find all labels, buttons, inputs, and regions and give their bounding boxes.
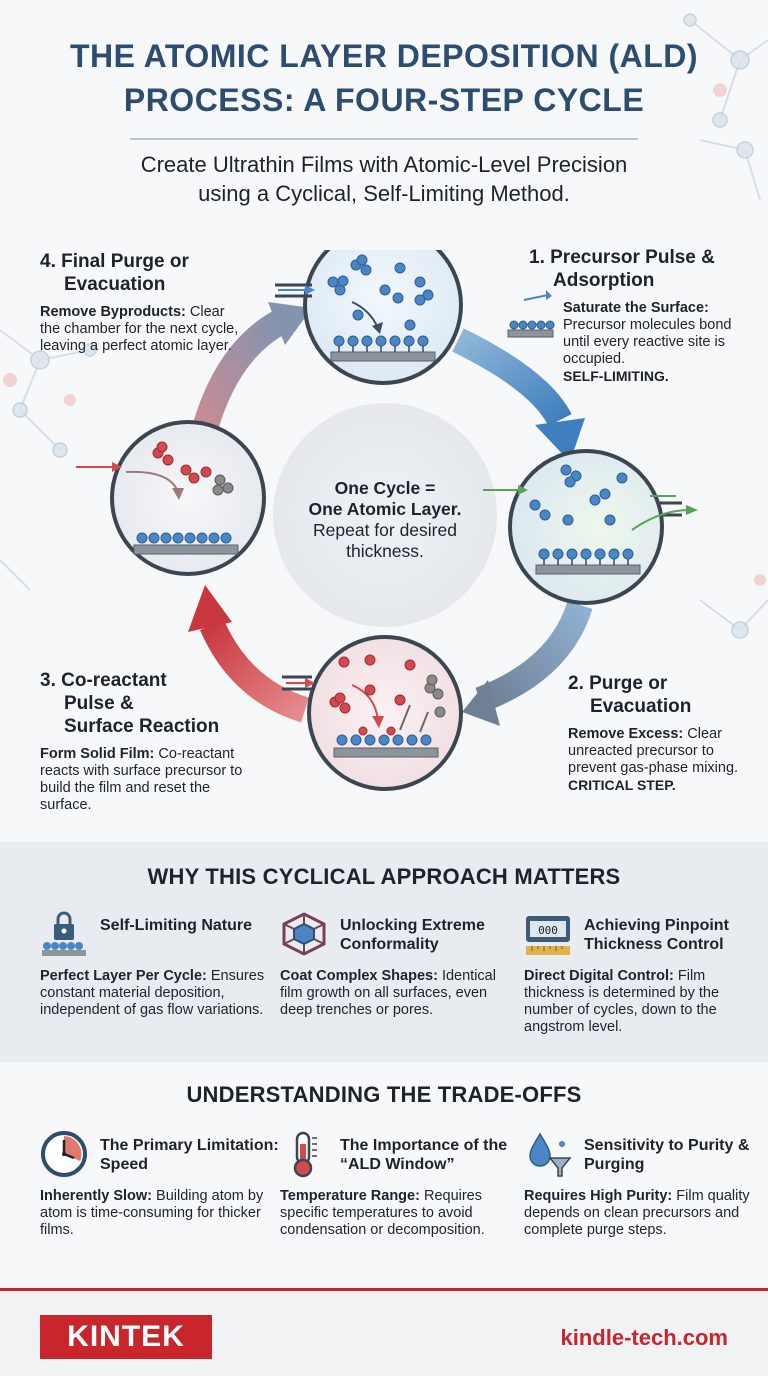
step-2: 2. Purge or Evacuation Remove Excess: Cl… bbox=[568, 672, 758, 795]
step-3-description: Form Solid Film: Co-reactant reacts with… bbox=[40, 746, 262, 814]
why-card-1-lead: Perfect Layer Per Cycle: bbox=[40, 968, 207, 984]
website-link[interactable]: kindle-tech.com bbox=[560, 1325, 728, 1350]
ald-cycle-diagram bbox=[76, 250, 698, 791]
step-2-title-line-2: Evacuation bbox=[590, 696, 692, 717]
title-line-2: PROCESS: A FOUR-STEP CYCLE bbox=[123, 82, 645, 118]
chamber-step2 bbox=[483, 449, 698, 605]
step-3-title-line-1: 3. Co-reactant bbox=[40, 670, 167, 691]
subtitle-line-2: using a Cyclical, Self-Limiting Method. bbox=[198, 181, 570, 206]
chamber-step4 bbox=[76, 420, 266, 576]
footer: KINTEK kindle-tech.com bbox=[0, 1288, 768, 1376]
subtitle-line-1: Create Ultrathin Films with Atomic-Level… bbox=[140, 152, 628, 177]
tradeoffs-heading: UNDERSTANDING THE TRADE-OFFS bbox=[186, 1082, 582, 1107]
trade-card-3-text: Film quality depends on clean precursors… bbox=[524, 1188, 750, 1238]
chamber-step1 bbox=[275, 250, 463, 385]
trade-card-3-title: Sensitivity to Purity & Purging bbox=[584, 1137, 750, 1173]
chamber-step3 bbox=[282, 635, 463, 791]
step-1-lead: Saturate the Surface: bbox=[563, 300, 709, 316]
trade-card-2-title: The Importance of the “ALD Window” bbox=[340, 1137, 508, 1173]
step-4-title: 4. Final Purge or Evacuation bbox=[40, 250, 245, 296]
arrow-step2-to-3 bbox=[462, 600, 593, 726]
tradeoffs-section: UNDERSTANDING THE TRADE-OFFS The Primary… bbox=[0, 1068, 768, 1286]
step-3-lead: Form Solid Film: bbox=[40, 746, 155, 762]
trade-card-1-title: The Primary Limitation: Speed bbox=[100, 1137, 279, 1173]
trade-card-2-text: Requires specific temperatures to avoid … bbox=[280, 1188, 485, 1238]
arrow-step3-to-4 bbox=[188, 585, 310, 723]
center-disc bbox=[273, 403, 497, 627]
step-4-text: Clear the chamber for the next cycle, le… bbox=[40, 304, 239, 354]
trade-card-3-body: Requires High Purity: Film quality depen… bbox=[524, 1188, 759, 1239]
droplet-funnel-icon bbox=[529, 1132, 572, 1177]
center-line-2: One Atomic Layer. bbox=[308, 499, 462, 519]
step-1-title-line-2: Adsorption bbox=[553, 270, 655, 291]
step-2-title: 2. Purge or Evacuation bbox=[568, 672, 758, 718]
step-1-title: 1. Precursor Pulse & Adsorption bbox=[529, 246, 759, 292]
step-3: 3. Co-reactant Pulse & Surface Reaction … bbox=[40, 669, 262, 814]
trade-card-1-text: Building atom by atom is time-consuming … bbox=[40, 1188, 264, 1238]
why-card-2-text: Identical film growth on all surfaces, e… bbox=[280, 968, 496, 1018]
step-4-title-line-2: Evacuation bbox=[64, 274, 166, 295]
step-2-title-line-1: 2. Purge or bbox=[568, 673, 668, 694]
title-divider bbox=[130, 138, 638, 140]
step-2-description: Remove Excess: Clear unreacted precursor… bbox=[568, 726, 758, 795]
thermometer-icon bbox=[293, 1131, 317, 1178]
why-card-3-text: Film thickness is determined by the numb… bbox=[524, 968, 720, 1035]
step-4-description: Remove Byproducts: Clear the chamber for… bbox=[40, 304, 245, 355]
lock-layer-icon bbox=[42, 911, 86, 956]
center-line-4: thickness. bbox=[346, 541, 424, 561]
why-card-2-body: Coat Complex Shapes: Identical film grow… bbox=[280, 968, 515, 1019]
why-section: WHY THIS CYCLICAL APPROACH MATTERS Self-… bbox=[0, 842, 768, 1062]
arrow-step4-to-1 bbox=[192, 302, 312, 432]
why-card-1-body: Perfect Layer Per Cycle: Ensures constan… bbox=[40, 968, 275, 1019]
why-card-1-text: Ensures constant material deposition, in… bbox=[40, 968, 265, 1018]
subtitle: Create Ultrathin Films with Atomic-Level… bbox=[0, 150, 768, 208]
step-3-title-line-3: Surface Reaction bbox=[64, 716, 220, 737]
why-heading: WHY THIS CYCLICAL APPROACH MATTERS bbox=[147, 864, 621, 889]
why-card-2-title: Unlocking Extreme Conformality bbox=[340, 917, 485, 953]
why-card-3-title: Achieving Pinpoint Thickness Control bbox=[584, 917, 729, 953]
step-1-description: Saturate the Surface: Precursor molecule… bbox=[529, 300, 759, 386]
digital-counter-icon: 000 bbox=[526, 916, 570, 955]
trade-card-2-body: Temperature Range: Requires specific tem… bbox=[280, 1188, 515, 1239]
trade-card-2-lead: Temperature Range: bbox=[280, 1188, 420, 1204]
step-2-text: Clear unreacted precursor to prevent gas… bbox=[568, 726, 739, 776]
why-card-3-body: Direct Digital Control: Film thickness i… bbox=[524, 968, 759, 1036]
step-1: 1. Precursor Pulse & Adsorption Saturate… bbox=[529, 246, 759, 386]
step-4: 4. Final Purge or Evacuation Remove Bypr… bbox=[40, 250, 245, 355]
cycle-center-text: One Cycle = One Atomic Layer. Repeat for… bbox=[280, 478, 490, 562]
step-2-lead: Remove Excess: bbox=[568, 726, 684, 742]
3d-cube-icon bbox=[282, 912, 326, 956]
step-3-title-line-2: Pulse & bbox=[64, 693, 134, 714]
step-4-lead: Remove Byproducts: bbox=[40, 304, 186, 320]
step-2-emphasis: CRITICAL STEP. bbox=[568, 777, 676, 793]
surface-saturation-icon bbox=[507, 290, 555, 338]
center-line-3: Repeat for desired bbox=[313, 520, 457, 540]
title-line-1: THE ATOMIC LAYER DEPOSITION (ALD) bbox=[69, 38, 699, 74]
step-4-title-line-1: 4. Final Purge or bbox=[40, 251, 189, 272]
kintek-logo[interactable]: KINTEK bbox=[40, 1315, 212, 1359]
clock-icon bbox=[41, 1131, 87, 1177]
step-3-text: Co-reactant reacts with surface precurso… bbox=[40, 746, 243, 813]
why-card-2-lead: Coat Complex Shapes: bbox=[280, 968, 438, 984]
trade-card-1-lead: Inherently Slow: bbox=[40, 1188, 152, 1204]
why-card-3-lead: Direct Digital Control: bbox=[524, 968, 674, 984]
step-1-text: Precursor molecules bond until every rea… bbox=[563, 317, 732, 367]
why-card-1-title: Self-Limiting Nature bbox=[100, 917, 253, 934]
page-title: THE ATOMIC LAYER DEPOSITION (ALD) PROCES… bbox=[0, 34, 768, 122]
trade-card-3-lead: Requires High Purity: bbox=[524, 1188, 673, 1204]
trade-card-1-body: Inherently Slow: Building atom by atom i… bbox=[40, 1188, 275, 1239]
step-1-emphasis: SELF-LIMITING. bbox=[563, 368, 669, 384]
step-1-title-line-1: 1. Precursor Pulse & bbox=[529, 247, 715, 268]
center-line-1: One Cycle = bbox=[334, 478, 436, 498]
counter-readout: 000 bbox=[538, 924, 558, 937]
step-3-title: 3. Co-reactant Pulse & Surface Reaction bbox=[40, 669, 262, 738]
